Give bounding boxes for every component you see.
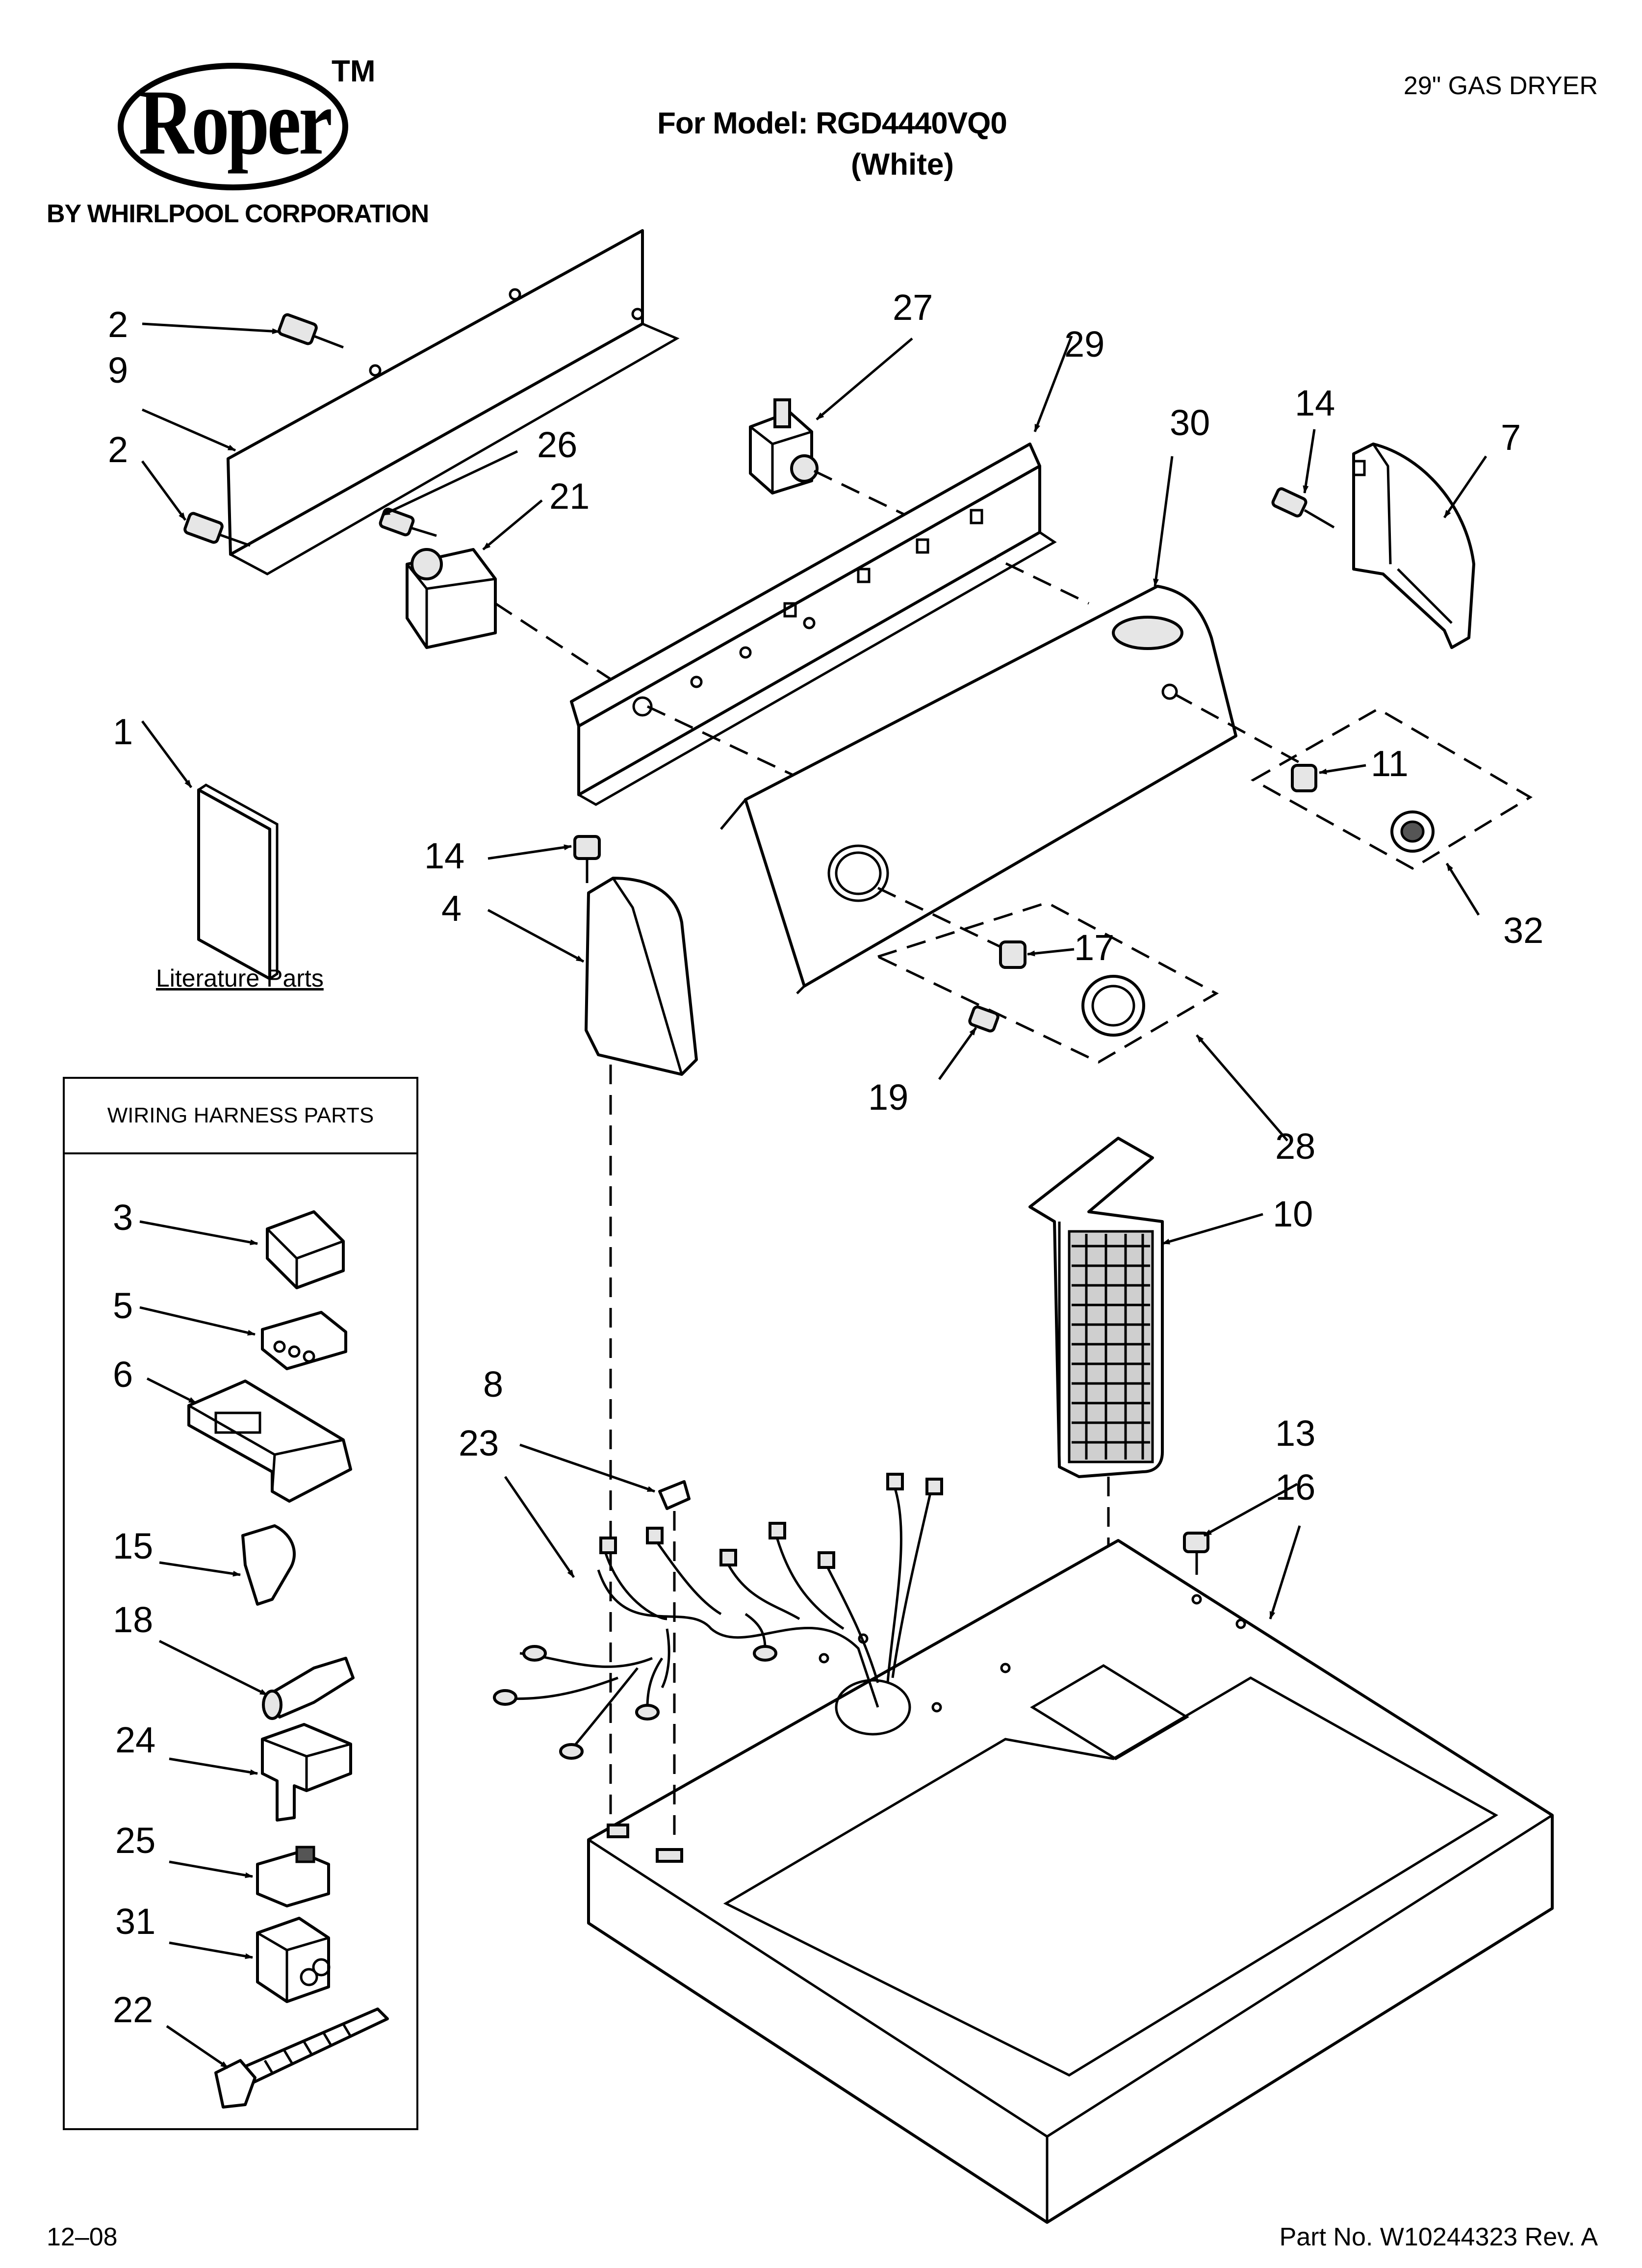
literature-booklet-part — [197, 783, 279, 980]
callout-29: 29 — [1064, 324, 1105, 365]
end-cap-left-part — [585, 877, 698, 1845]
screw-icon — [183, 512, 251, 547]
callout-18: 18 — [113, 1599, 154, 1640]
callout-28: 28 — [1275, 1126, 1316, 1167]
knob-group-32 — [1250, 707, 1533, 870]
callout-26: 26 — [537, 424, 578, 465]
callout-6: 6 — [113, 1354, 133, 1395]
callout-25: 25 — [115, 1820, 156, 1861]
console-mounting-plate-part — [570, 443, 1057, 806]
top-panel-part — [587, 1539, 1554, 2224]
receptacle-connector-part — [256, 1917, 331, 2003]
callout-27: 27 — [893, 287, 933, 328]
model-color: (White) — [851, 148, 954, 182]
small-connector-part — [256, 1846, 330, 1907]
callout-31: 31 — [115, 1901, 156, 1942]
screw-icon — [379, 507, 437, 537]
callout-23: 23 — [459, 1423, 499, 1463]
callout-13: 13 — [1275, 1413, 1316, 1454]
document-type: 29" GAS DRYER — [1403, 72, 1598, 100]
connector-housing-part — [261, 1311, 347, 1370]
end-cap-right-part — [1352, 443, 1475, 649]
wire-clip-part — [241, 1524, 296, 1606]
callout-24: 24 — [115, 1720, 156, 1760]
console-panel-part — [720, 585, 1306, 994]
callout-2a: 2 — [108, 304, 128, 345]
cable-tie-part — [214, 2007, 389, 2109]
plug-connector-part — [261, 1723, 352, 1822]
wiring-harness-part — [493, 1473, 943, 1760]
wiring-harness-title: WIRING HARNESS PARTS — [63, 1077, 418, 1154]
date-code: 12–08 — [47, 2223, 118, 2251]
knob-group-28 — [874, 901, 1219, 1064]
screw-icon — [278, 313, 344, 349]
multi-pin-connector-part — [187, 1380, 352, 1503]
callout-14a: 14 — [1295, 383, 1335, 423]
callout-4: 4 — [441, 888, 462, 929]
screw-icon — [1183, 1532, 1209, 1575]
brand-logo: Roper — [138, 71, 333, 174]
screw-icon — [1271, 487, 1335, 529]
trademark-mark: TM — [332, 54, 376, 88]
callout-7: 7 — [1501, 417, 1521, 458]
wire-terminal-part — [262, 1657, 355, 1720]
brand-byline: BY WHIRLPOOL CORPORATION — [47, 200, 429, 228]
callout-3: 3 — [113, 1197, 133, 1238]
callout-30: 30 — [1170, 402, 1210, 443]
wiring-harness-box — [63, 1077, 418, 2130]
callout-19: 19 — [868, 1077, 909, 1118]
callout-15: 15 — [113, 1526, 154, 1566]
screw-icon — [573, 835, 601, 883]
callout-21: 21 — [549, 476, 590, 517]
part-number: Part No. W10244323 Rev. A — [1279, 2223, 1598, 2251]
clip-part — [658, 1480, 691, 1845]
callout-2b: 2 — [108, 429, 128, 470]
terminal-block-part — [266, 1210, 345, 1289]
callout-1: 1 — [113, 711, 133, 752]
leader-lines — [139, 322, 1488, 2069]
callout-14b: 14 — [424, 835, 465, 876]
literature-parts-link[interactable]: Literature Parts — [156, 965, 324, 992]
callout-8: 8 — [483, 1364, 504, 1405]
model-title: For Model: RGD4440VQ0 — [657, 106, 1007, 140]
callout-9: 9 — [108, 350, 128, 391]
callout-10: 10 — [1273, 1194, 1313, 1234]
callout-11: 11 — [1371, 743, 1409, 784]
screw-icon — [968, 1005, 1000, 1033]
callout-17: 17 — [1074, 927, 1115, 968]
rear-bracket-part — [227, 229, 680, 575]
callout-22: 22 — [113, 1989, 154, 2030]
callout-32: 32 — [1503, 910, 1544, 951]
callout-16: 16 — [1275, 1467, 1316, 1508]
callout-5: 5 — [113, 1285, 133, 1326]
